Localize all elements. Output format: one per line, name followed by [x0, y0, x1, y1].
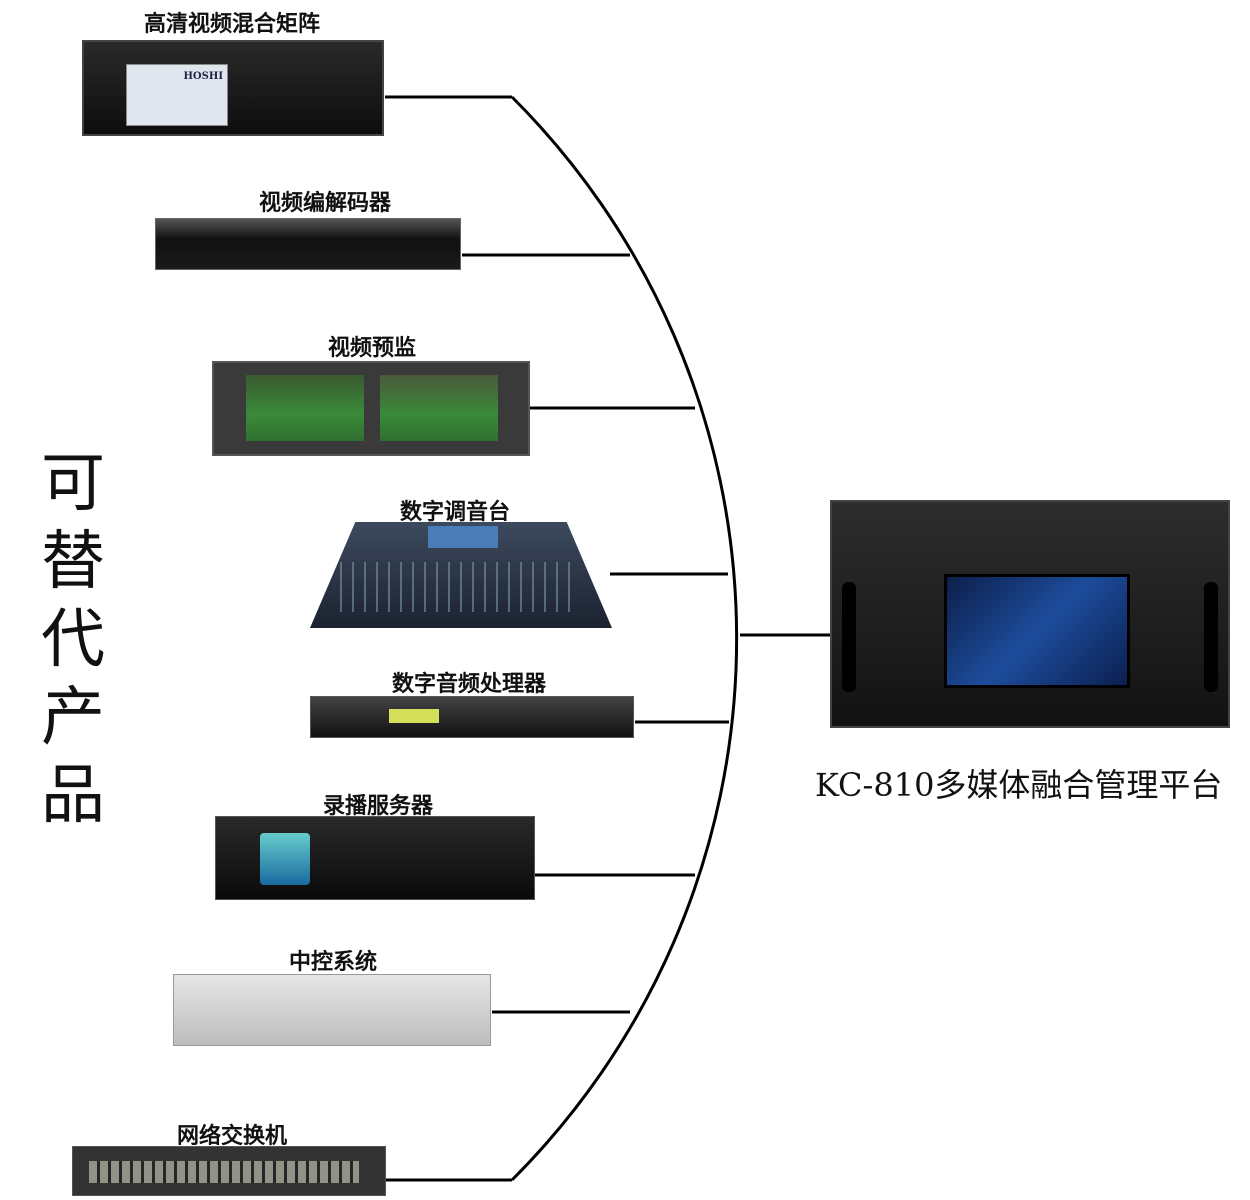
device-label-codec: 视频编解码器 [258, 190, 392, 216]
device-label-server: 录播服务器 [322, 793, 434, 819]
preview-screen-right [380, 375, 498, 441]
mixer-screen [428, 526, 498, 548]
device-processor [310, 696, 634, 738]
device-server [215, 816, 535, 900]
main-device-label: KC-810多媒体融合管理平台 [815, 766, 1223, 804]
device-switch [72, 1146, 386, 1196]
device-matrix: HOSHI [82, 40, 384, 136]
device-monitor [212, 361, 530, 456]
device-label-processor: 数字音频处理器 [391, 671, 547, 697]
arc-connector [510, 95, 739, 1182]
device-label-monitor: 视频预监 [327, 335, 417, 361]
device-mixer [310, 522, 612, 628]
brand-text: HOSHI [183, 71, 223, 82]
device-label-matrix: 高清视频混合矩阵 [143, 11, 321, 37]
main-device-kc810 [830, 500, 1230, 728]
handle-left [842, 582, 856, 692]
preview-screen-left [246, 375, 364, 441]
device-codec [155, 218, 461, 270]
handle-right [1204, 582, 1218, 692]
main-device-screen [944, 574, 1130, 688]
lcd-display [389, 709, 439, 723]
touch-screen: HOSHI [126, 64, 228, 126]
device-control [173, 974, 491, 1046]
switch-ports [89, 1161, 359, 1183]
faders [340, 562, 580, 612]
device-label-switch: 网络交换机 [176, 1123, 288, 1149]
side-label: 可替代产品 [41, 447, 105, 833]
server-front-panel [260, 833, 310, 885]
device-label-mixer: 数字调音台 [399, 499, 511, 525]
device-label-control: 中控系统 [288, 949, 378, 975]
